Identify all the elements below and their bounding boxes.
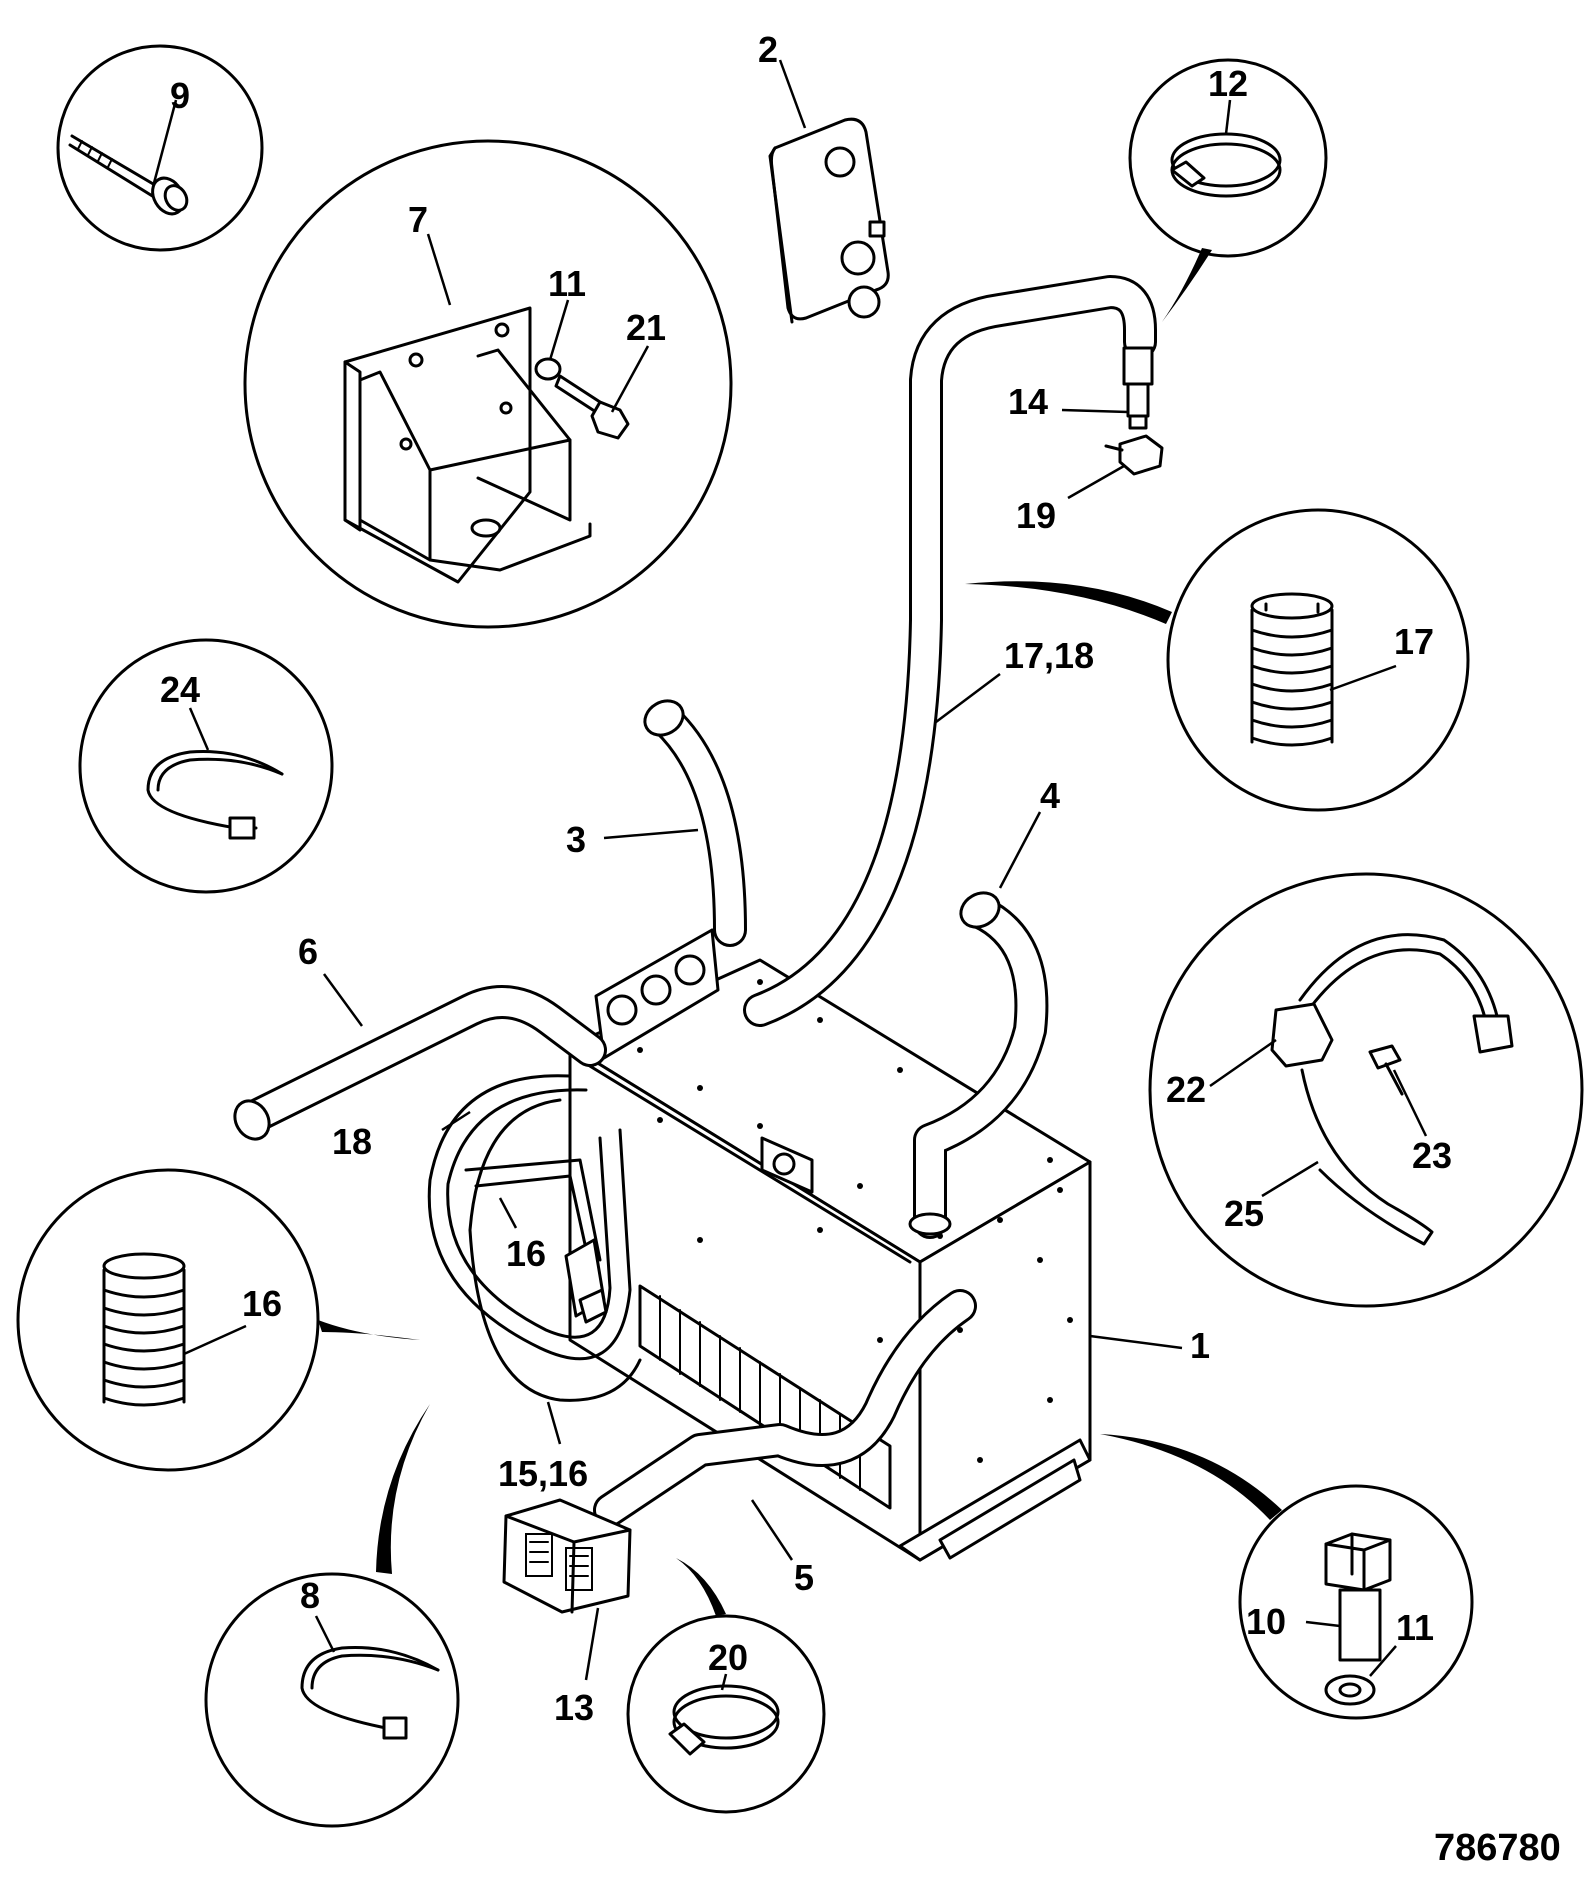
heater-flange-plate [594, 928, 720, 1060]
callout-3: 3 [566, 819, 586, 860]
detail-circle-20-hose-clamp [626, 1558, 826, 1814]
valve-14 [1061, 346, 1154, 430]
detail-circle-22-23-25-clip [1148, 872, 1584, 1308]
air-outlet-13 [502, 1498, 632, 1681]
detail-circle-10-11-bolt-washer [1100, 1434, 1474, 1720]
hose-3 [603, 699, 747, 947]
fitting-19 [1067, 434, 1164, 500]
callout-7: 7 [408, 199, 428, 240]
drawing-reference-number: 786780 [1434, 1827, 1561, 1869]
callout-17-detail: 17 [1394, 621, 1434, 662]
callout-11-bolt: 11 [1396, 1607, 1434, 1648]
callout-8: 8 [300, 1575, 320, 1616]
callout-25: 25 [1224, 1193, 1264, 1234]
callout-15-16: 15,16 [498, 1453, 588, 1494]
callout-20: 20 [708, 1637, 748, 1678]
callout-12: 12 [1208, 63, 1248, 104]
hose-6 [233, 973, 607, 1141]
callout-23: 23 [1412, 1135, 1452, 1176]
detail-circle-17-sleeve [965, 508, 1470, 812]
callout-24: 24 [160, 669, 200, 710]
detail-circle-7-bracket [243, 139, 733, 629]
heater-unit-1 [568, 958, 1183, 1562]
hose-loop-15-16 [427, 1074, 642, 1445]
hose-17-18 [743, 275, 1157, 1027]
callout-19: 19 [1016, 495, 1056, 536]
control-panel-2 [768, 59, 890, 324]
detail-circle-16-sleeve [16, 1168, 420, 1472]
callout-22: 22 [1166, 1069, 1206, 1110]
callout-4: 4 [1040, 775, 1060, 816]
detail-circle-8-cable-tie [204, 1404, 460, 1828]
callout-9: 9 [170, 75, 190, 116]
callout-16-main: 16 [506, 1233, 546, 1274]
callout-6: 6 [298, 931, 318, 972]
hose-5 [593, 1289, 977, 1561]
callout-13: 13 [554, 1687, 594, 1728]
detail-circle-24-cable-tie [78, 638, 334, 894]
detail-circle-12-hose-clamp [1128, 58, 1328, 322]
detail-circle-9-bolt [56, 44, 264, 252]
callout-1: 1 [1190, 1325, 1210, 1366]
callout-2: 2 [758, 29, 778, 70]
callout-14: 14 [1008, 381, 1048, 422]
callout-11-bracket: 11 [548, 263, 586, 304]
hose-4 [908, 811, 1049, 1239]
callout-21: 21 [626, 307, 666, 348]
callout-17-18: 17,18 [1004, 635, 1094, 676]
callout-18: 18 [332, 1121, 372, 1162]
callout-labels: 1 2 3 4 5 6 7 8 9 10 11 11 12 13 14 15,1… [160, 29, 1452, 1728]
callout-10: 10 [1246, 1601, 1286, 1642]
callout-16-detail: 16 [242, 1283, 282, 1324]
callout-5: 5 [794, 1557, 814, 1598]
